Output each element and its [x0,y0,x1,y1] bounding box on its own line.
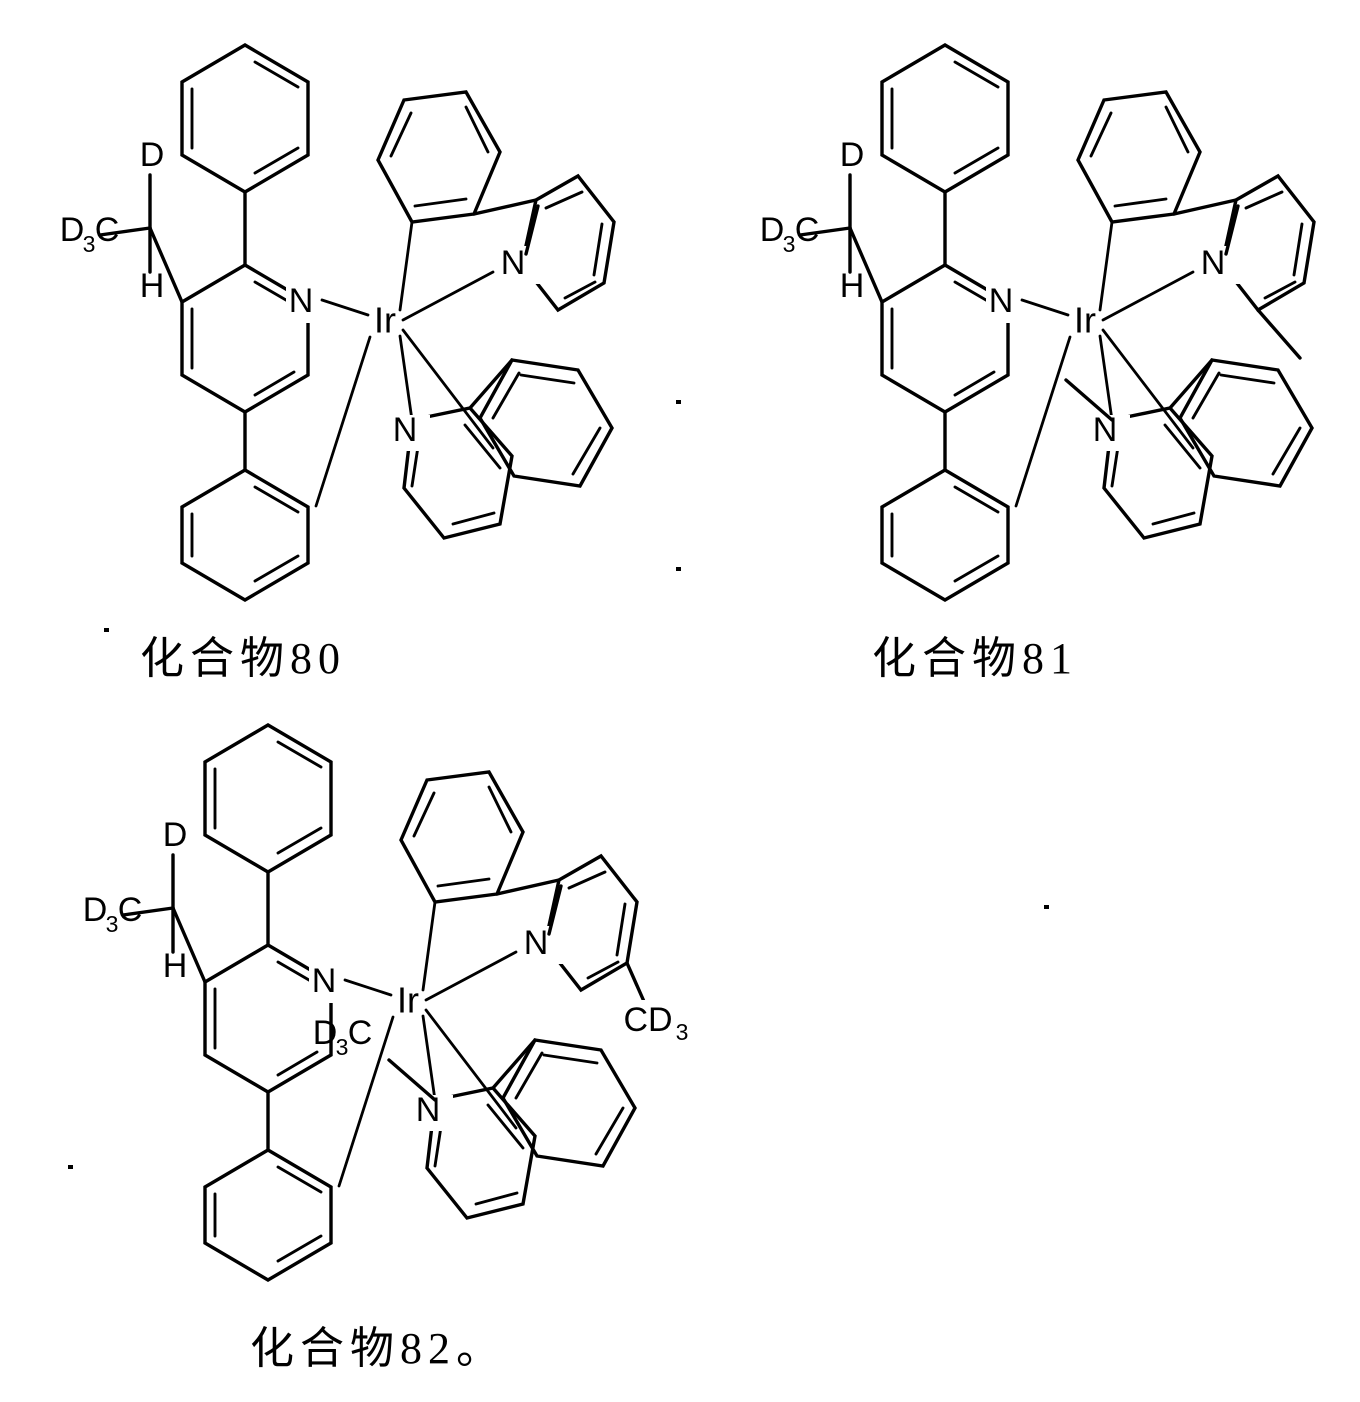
phenyl-bottom-82 [501,1038,637,1168]
caption-compound-82: 化合物82。 [250,1324,506,1373]
ppy-top-81: N [1076,90,1316,360]
methyl-stub-bottom-81 [1064,378,1114,422]
bond-to-CD3-bottom-82 [387,1058,437,1102]
structure-compound-82: N D H D 3 C I [10,700,730,1282]
phenyl-top-82 [203,723,333,874]
svg-text:D: D [313,1014,338,1052]
scan-artifact-speck [1044,905,1049,909]
ppy-top-82: N CD 3 [399,770,712,1045]
svg-text:3: 3 [336,1034,349,1060]
coordination-bonds-81 [1014,220,1195,508]
structure-82-svg: N D H D 3 C I [83,723,712,1282]
atom-label-N-ppy-top-80: N [501,244,526,282]
pyridine-main-81: N [880,263,1030,414]
atom-label-D3C-left-82: D 3 C [313,1014,373,1060]
caption-compound-80: 化合物80 [140,634,346,683]
svg-text:3: 3 [676,1019,689,1045]
scan-artifact-speck [676,567,681,571]
svg-text:CD: CD [623,1001,672,1039]
atom-label-N-main-82: N [312,962,337,1000]
svg-text:C: C [348,1014,373,1052]
pyridine-top-80: N [498,173,616,313]
svg-text:C: C [795,211,820,249]
atom-label-N-main-80: N [289,282,314,320]
methyl-stub-top-81 [1256,308,1302,360]
svg-text:C: C [118,891,143,929]
atom-label-D-top-81: D [840,136,865,174]
phenyl-top-81 [880,43,1010,194]
atom-label-CD3-right-82: CD 3 [618,1000,712,1045]
cd3-pyridine-top-82: N CD 3 [521,853,712,1045]
svg-text:3: 3 [783,231,796,257]
deuterated-ethyl-81: D H D 3 C [760,136,884,305]
svg-text:D: D [83,891,108,929]
phenyl-top-80 [180,43,310,194]
atom-label-H-bottom-81: H [840,267,865,305]
atom-label-D-top-82: D [163,816,188,854]
atom-label-D3C-81: D 3 C [760,211,820,257]
structure-80-svg: N D H D 3 C [60,43,616,602]
caption-compound-81: 化合物81 [872,634,1078,683]
pyridine-main-80: N [180,263,330,414]
ppy-bottom-80: N [388,358,614,540]
scan-artifact-speck [104,628,109,632]
atom-label-H-bottom-80: H [140,267,165,305]
svg-text:3: 3 [83,231,96,257]
phenyl-bottom-81 [1178,358,1314,488]
deuterated-ethyl-82: D H D 3 C [83,816,207,985]
atom-label-D3C-80: D 3 C [60,211,120,257]
coordination-bonds-82 [337,900,518,1188]
deuterated-ethyl-80: D H D 3 C [60,136,184,305]
svg-text:D: D [60,211,85,249]
cyclometalated-phenyl-82 [203,1148,333,1282]
ppy-top-80: N [376,90,616,313]
svg-text:3: 3 [106,911,119,937]
atom-label-Ir-81: Ir [1074,300,1096,341]
atom-label-N-ppy-bottom-82: N [416,1091,441,1129]
svg-text:C: C [95,211,120,249]
structure-compound-81: N D H D 3 C I [700,0,1360,602]
atom-label-H-bottom-82: H [163,947,188,985]
scan-artifact-speck [676,400,681,404]
atom-label-D3C-82: D 3 C [83,891,143,937]
cyclometalated-phenyl-80 [180,468,310,602]
cyclometalated-phenyl-81 [880,468,1010,602]
structure-81-svg: N D H D 3 C I [760,43,1316,602]
phenyl-bottom-80 [478,358,614,488]
atom-label-N-ppy-bottom-81: N [1093,411,1118,449]
bond-to-CD3-top-82 [625,961,648,1008]
svg-text:D: D [760,211,785,249]
atom-label-N-main-81: N [989,282,1014,320]
atom-label-N-ppy-top-82: N [524,924,549,962]
ppy-bottom-82: N D 3 C [313,1014,637,1220]
structure-compound-80: N D H D 3 C [0,0,680,602]
coordination-bonds-80 [314,220,495,508]
atom-label-N-ppy-top-81: N [1201,244,1226,282]
ppy-bottom-81: N [1064,358,1314,540]
atom-label-D-top-80: D [140,136,165,174]
scan-artifact-speck [68,1165,73,1169]
methylpyridine-top-81: N [1198,173,1316,360]
atom-label-N-ppy-bottom-80: N [393,411,418,449]
atom-label-Ir-82: Ir [397,980,419,1021]
atom-label-Ir-80: Ir [374,300,396,341]
